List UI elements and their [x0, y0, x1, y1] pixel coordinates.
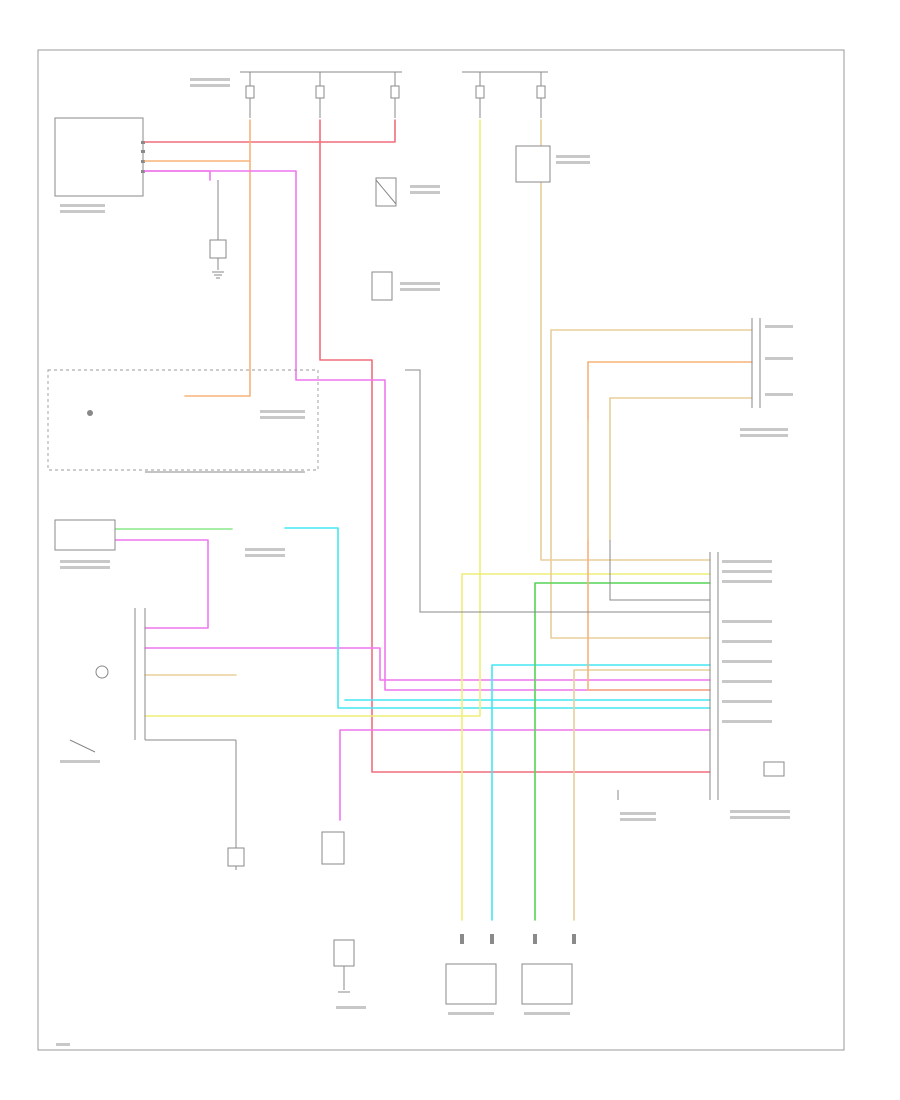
- brake-switch-icon: [515, 145, 551, 183]
- diagram-frame: [37, 49, 845, 1051]
- red-wire: [319, 119, 711, 773]
- cyan-wire: [284, 527, 711, 709]
- ground-icon-bottom: [338, 966, 350, 993]
- fuse-block-top: [240, 71, 548, 118]
- indicator-icon: [87, 410, 93, 416]
- wheel-speed-sensor-right: [521, 963, 573, 1005]
- ground-icon: [209, 180, 227, 279]
- pink-wire: [144, 170, 711, 691]
- wheel-speed-sensor-left: [445, 963, 497, 1005]
- module-pin-row: [141, 141, 145, 173]
- sensor-connector-icon: [460, 934, 576, 944]
- connector-column-left: [134, 608, 146, 740]
- illegible-label-marks: [56, 78, 793, 1046]
- switch-icon: [69, 739, 245, 870]
- ebcm-connector: [709, 552, 719, 800]
- green-wire: [534, 582, 711, 921]
- yellow-wire: [461, 573, 711, 921]
- control-module-upper-left: [54, 117, 144, 197]
- instrument-cluster-outline: [47, 369, 319, 471]
- ground-icon-right: [617, 761, 785, 800]
- fuse-icon: [245, 85, 546, 99]
- sensor-icon: [321, 831, 355, 967]
- module-left-middle: [54, 519, 116, 551]
- relay-icon: [371, 177, 397, 301]
- lamp-icon: [95, 665, 109, 679]
- right-sensor-connector: [751, 318, 761, 408]
